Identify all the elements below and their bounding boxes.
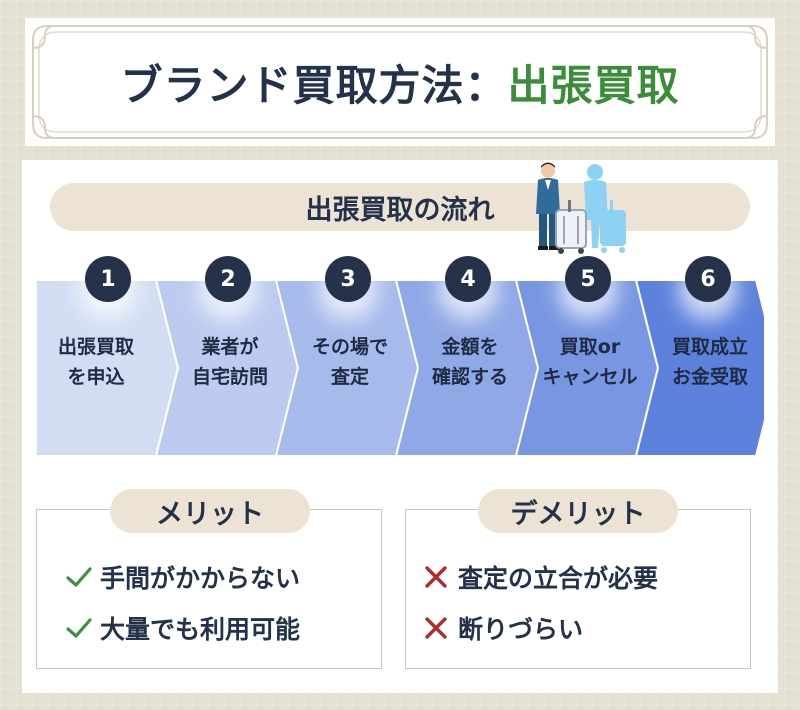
step-label-1: 出張買取 を申込 [57, 336, 134, 388]
step-number-6: 6 [685, 256, 731, 302]
step-number-3: 3 [325, 256, 371, 302]
title-accent: 出張買取 [507, 60, 680, 110]
cross-icon [424, 565, 458, 589]
demerit-item-2: 断りづらい [424, 608, 583, 648]
step-arrow-4 [394, 280, 540, 456]
step-label-5: 買取or キャンセル [542, 336, 638, 388]
step-label-6: 買取成立 お金受取 [671, 336, 748, 388]
traveler-with-suitcase-icon [536, 162, 626, 254]
check-icon [66, 566, 100, 588]
flow-panel: 出張買取の流れ [22, 160, 778, 693]
step-label-3: その場で 査定 [311, 336, 388, 388]
step-number-2: 2 [205, 256, 251, 302]
step-arrow-3 [274, 280, 420, 456]
step-number-5: 5 [565, 256, 611, 302]
demerit-box [405, 509, 751, 669]
ornamental-border [32, 25, 768, 139]
step-label-4: 金額を 確認する [431, 336, 508, 388]
page-title: ブランド買取方法：出張買取 [25, 18, 775, 146]
step-label-2: 業者が 自宅訪問 [191, 336, 268, 388]
title-main: ブランド買取方法 [120, 60, 465, 110]
title-frame: ブランド買取方法：出張買取 [25, 18, 775, 146]
step-arrows [36, 280, 764, 456]
step-arrow-5 [514, 280, 660, 456]
cross-icon [424, 616, 458, 640]
step-arrow-6 [634, 280, 764, 456]
demerit-item-1: 査定の立合が必要 [424, 557, 658, 597]
demerit-title: デメリット [478, 489, 678, 533]
step-number-4: 4 [445, 256, 491, 302]
merit-item-2: 大量でも利用可能 [66, 608, 300, 648]
step-arrow-2 [154, 280, 300, 456]
check-icon [66, 617, 100, 639]
title-colon: ： [464, 60, 508, 110]
merit-item-1: 手間がかからない [66, 557, 300, 597]
merit-box [36, 509, 382, 669]
merit-title: メリット [110, 489, 310, 533]
flow-heading: 出張買取の流れ [50, 183, 750, 231]
step-number-1: 1 [85, 256, 131, 302]
